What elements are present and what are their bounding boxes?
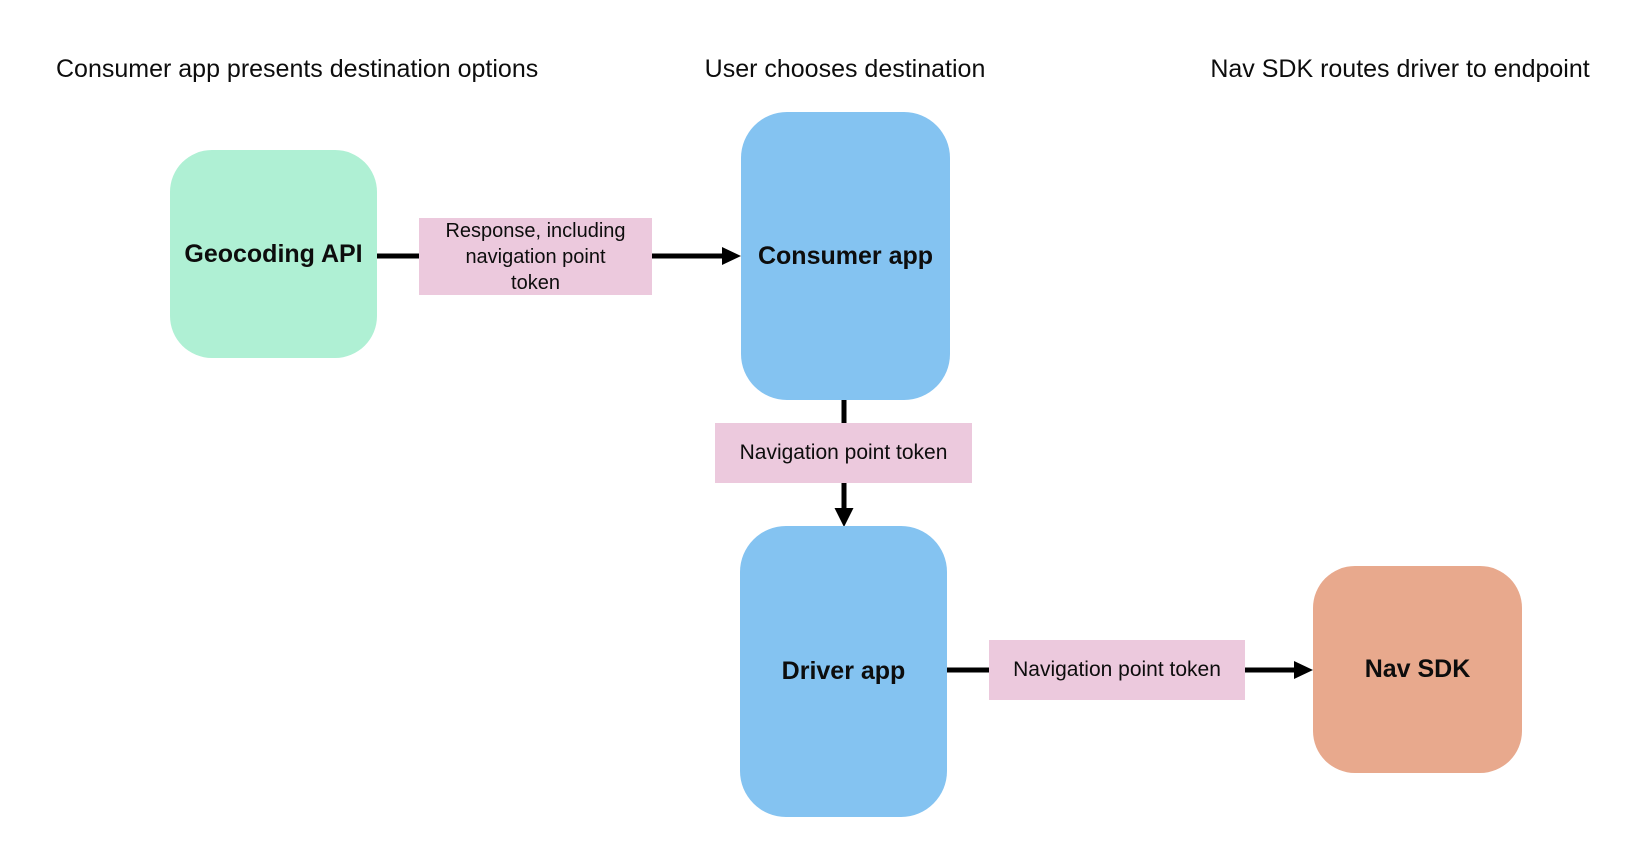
node-geocoding-api-label: Geocoding API: [184, 239, 363, 268]
edge-label-navigation-point-token-vertical: Navigation point token: [715, 423, 972, 483]
node-driver-app: Driver app: [740, 526, 947, 817]
edge-label-response-including-token: Response, including navigation point tok…: [419, 218, 652, 295]
step-heading-user-chooses: User chooses destination: [704, 55, 986, 83]
node-consumer-app: Consumer app: [741, 112, 950, 400]
step-heading-consumer-presents: Consumer app presents destination option…: [56, 55, 539, 83]
node-geocoding-api: Geocoding API: [170, 150, 377, 358]
step-heading-nav-sdk-routes: Nav SDK routes driver to endpoint: [1210, 55, 1590, 83]
node-nav-sdk: Nav SDK: [1313, 566, 1522, 773]
edge-label-navigation-point-token-horizontal: Navigation point token: [989, 640, 1245, 700]
node-driver-app-label: Driver app: [781, 657, 906, 685]
arrowhead-into-consumer-icon: [722, 247, 741, 265]
arrowhead-into-navsdk-icon: [1294, 661, 1313, 679]
node-nav-sdk-label: Nav SDK: [1364, 655, 1471, 683]
arrowhead-into-driver-icon: [834, 508, 854, 527]
node-consumer-app-label: Consumer app: [757, 241, 934, 270]
